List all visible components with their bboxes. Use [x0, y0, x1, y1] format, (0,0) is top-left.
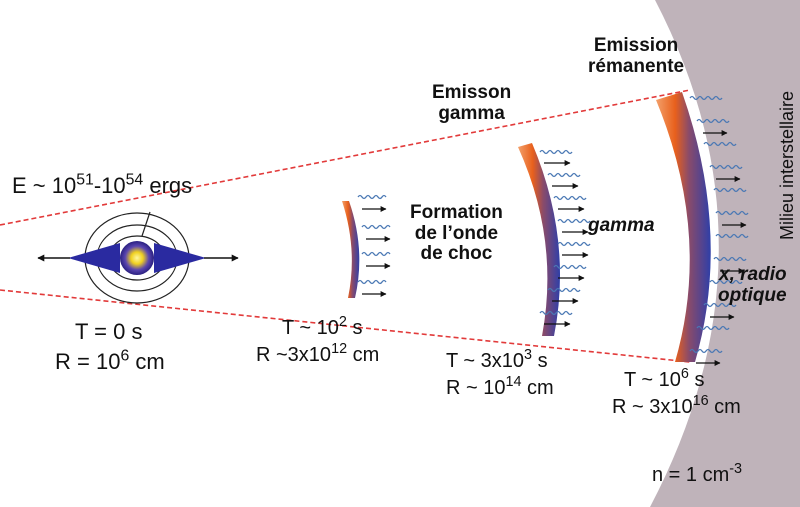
shell2-radius-label: R ~ 1014 cm	[446, 374, 554, 399]
gamma-wave	[361, 251, 391, 257]
afterglow-wave	[703, 141, 737, 147]
photon-emissions	[357, 95, 749, 366]
jet-cone	[0, 89, 691, 363]
medium-density-label: n = 1 cm-3	[652, 461, 743, 486]
afterglow-wave	[703, 302, 737, 308]
shell-3	[656, 92, 711, 362]
central-engine	[37, 211, 239, 304]
gamma-label: gamma	[588, 215, 655, 236]
shell1-time-label: T ~ 102 s	[282, 314, 363, 339]
gamma-wave	[553, 264, 587, 270]
gamma-wave	[557, 241, 591, 247]
afterglow-wave	[696, 118, 730, 124]
afterglow-wave	[713, 256, 747, 262]
afterglow-wave	[689, 348, 723, 354]
afterglow-wave	[715, 233, 749, 239]
gamma-wave	[547, 287, 581, 293]
jet-right	[154, 243, 206, 273]
gamma-wave	[361, 224, 391, 230]
afterglow-wave	[709, 279, 743, 285]
afterglow-wave	[689, 95, 723, 101]
shell1-radius-label: R ~3x1012 cm	[256, 341, 380, 366]
gamma-wave	[539, 149, 573, 155]
shell3-radius-label: R ~ 3x1016 cm	[612, 393, 741, 418]
gamma-wave	[557, 218, 591, 224]
medium-title: Milieu interstellaire	[777, 90, 797, 240]
energy-label: E ~ 1051-1054 ergs	[12, 171, 193, 198]
gamma-wave	[357, 279, 387, 285]
source-radius-label: R = 106 cm	[55, 347, 165, 374]
shell2-time-label: T ~ 3x103 s	[446, 347, 548, 372]
shell3-time-label: T ~ 106 s	[624, 366, 705, 391]
afterglow-wave	[709, 164, 743, 170]
afterglow-wave	[713, 187, 747, 193]
jet-left	[68, 243, 120, 273]
interstellar-medium-region	[650, 0, 800, 507]
source-time-label: T = 0 s	[75, 319, 143, 344]
afterglow-wave	[715, 210, 749, 216]
gamma-wave	[553, 195, 587, 201]
shell-2	[518, 143, 561, 336]
afterglow-wave	[696, 325, 730, 331]
gamma-wave	[547, 172, 581, 178]
fireball-core	[120, 241, 154, 275]
shell-1	[342, 201, 360, 298]
gamma-wave	[539, 310, 573, 316]
gamma-wave	[357, 194, 387, 200]
